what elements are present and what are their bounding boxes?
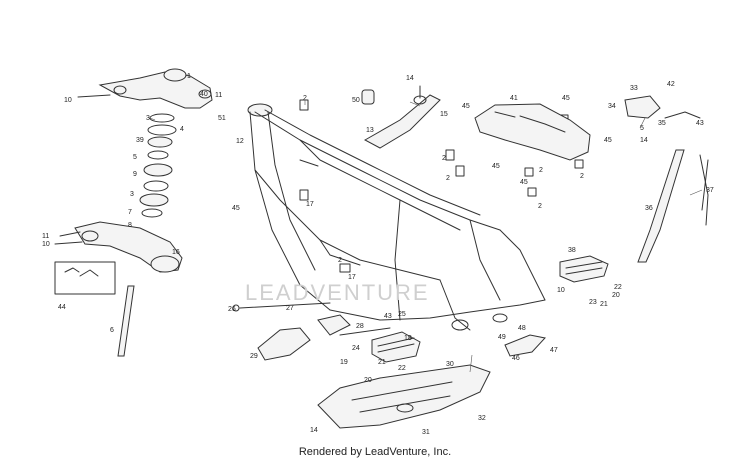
callout-27: 27 bbox=[286, 305, 294, 312]
callout-45d: 45 bbox=[492, 163, 500, 170]
watermark-text: LEADVENTURE bbox=[245, 280, 430, 305]
callout-14a: 14 bbox=[406, 75, 414, 82]
callout-6: 6 bbox=[110, 327, 114, 334]
callout-5b: 5 bbox=[640, 125, 644, 132]
callout-12: 12 bbox=[236, 138, 244, 145]
heat-shield bbox=[474, 103, 591, 161]
callout-32: 32 bbox=[478, 415, 486, 422]
callout-22a: 22 bbox=[614, 284, 622, 291]
callout-11b: 11 bbox=[42, 233, 49, 240]
callout-36: 36 bbox=[645, 205, 653, 212]
callout-numbers: 1 10 40 11 51 3 4 39 5 9 3 7 8 10 11 16 … bbox=[42, 73, 714, 436]
callout-41: 41 bbox=[510, 95, 518, 102]
callout-23: 23 bbox=[589, 299, 597, 306]
wire-clip-kit-box bbox=[54, 261, 116, 295]
rubber-bushing bbox=[361, 89, 375, 105]
swingarm-pivot-bolt bbox=[232, 302, 391, 336]
callout-37: 37 bbox=[706, 187, 714, 194]
exploded-parts-diagram: LEADVENTURE 1 10 40 11 51 3 4 39 5 9 3 7… bbox=[42, 68, 714, 436]
rear-engine-bracket bbox=[363, 94, 441, 149]
callout-31: 31 bbox=[422, 429, 430, 436]
rendered-by-credit: Rendered by LeadVenture, Inc. bbox=[298, 446, 452, 458]
callout-20b: 20 bbox=[364, 377, 372, 384]
callout-30: 30 bbox=[446, 361, 454, 368]
callout-5: 5 bbox=[133, 154, 137, 161]
callout-21a: 21 bbox=[600, 301, 608, 308]
right-bracket-46 bbox=[504, 334, 546, 357]
callout-39: 39 bbox=[136, 137, 144, 144]
callout-14c: 14 bbox=[310, 427, 318, 434]
top-bolt-15 bbox=[413, 85, 427, 105]
callout-2c: 2 bbox=[442, 155, 446, 162]
callout-43b: 43 bbox=[384, 313, 392, 320]
lower-triple-clamp bbox=[54, 221, 183, 273]
callout-51: 51 bbox=[218, 115, 226, 122]
leader-lines bbox=[149, 74, 703, 373]
callout-45f: 45 bbox=[604, 137, 612, 144]
callout-47: 47 bbox=[550, 347, 558, 354]
upper-triple-clamp bbox=[77, 68, 213, 109]
steering-stem-stack bbox=[139, 113, 177, 218]
callout-19: 19 bbox=[340, 359, 348, 366]
callout-26: 26 bbox=[228, 306, 236, 313]
callout-2a: 2 bbox=[303, 95, 307, 102]
callout-18: 18 bbox=[404, 335, 412, 342]
callout-25: 25 bbox=[398, 311, 406, 318]
callout-35: 35 bbox=[658, 120, 666, 127]
callout-3: 3 bbox=[146, 115, 150, 122]
callout-50: 50 bbox=[352, 97, 360, 104]
callout-2e: 2 bbox=[539, 167, 543, 174]
callout-11: 11 bbox=[215, 92, 222, 99]
callout-13: 13 bbox=[366, 127, 374, 134]
callout-10b: 10 bbox=[42, 241, 50, 248]
callout-17b: 17 bbox=[348, 274, 356, 281]
callout-24: 24 bbox=[352, 345, 360, 352]
callout-48: 48 bbox=[518, 325, 526, 332]
callout-29: 29 bbox=[250, 353, 258, 360]
callout-4: 4 bbox=[180, 126, 184, 133]
callout-45e: 45 bbox=[520, 179, 528, 186]
callout-45a: 45 bbox=[232, 205, 240, 212]
callout-21b: 21 bbox=[378, 359, 386, 366]
callout-7: 7 bbox=[128, 209, 132, 216]
callout-45c: 45 bbox=[562, 95, 570, 102]
callout-16: 16 bbox=[172, 249, 180, 256]
callout-2d: 2 bbox=[446, 175, 450, 182]
callout-14b: 14 bbox=[640, 137, 648, 144]
callout-10c: 10 bbox=[557, 287, 565, 294]
skid-plate bbox=[317, 364, 491, 429]
right-footpeg bbox=[559, 255, 609, 283]
main-frame bbox=[247, 103, 546, 331]
callout-10: 10 bbox=[64, 97, 72, 104]
callout-2f: 2 bbox=[538, 203, 542, 210]
callout-42: 42 bbox=[667, 81, 675, 88]
callout-43: 43 bbox=[696, 120, 704, 127]
callout-2b: 2 bbox=[338, 257, 342, 264]
stand-bracket bbox=[624, 95, 701, 119]
callout-28: 28 bbox=[356, 323, 364, 330]
callout-8: 8 bbox=[128, 222, 132, 229]
callout-33: 33 bbox=[630, 85, 638, 92]
left-footpeg bbox=[371, 331, 421, 363]
callout-3b: 3 bbox=[130, 191, 134, 198]
callout-49: 49 bbox=[498, 334, 506, 341]
callout-45b: 45 bbox=[462, 103, 470, 110]
callout-46: 46 bbox=[512, 355, 520, 362]
callout-40: 40 bbox=[200, 91, 208, 98]
callout-9: 9 bbox=[133, 171, 137, 178]
callout-38: 38 bbox=[568, 247, 576, 254]
callout-1: 1 bbox=[187, 73, 191, 80]
callout-22b: 22 bbox=[398, 365, 406, 372]
callout-20a: 20 bbox=[612, 292, 620, 299]
callout-17a: 17 bbox=[306, 201, 314, 208]
callout-44: 44 bbox=[58, 304, 66, 311]
callout-15: 15 bbox=[440, 111, 448, 118]
steering-shaft bbox=[117, 285, 135, 357]
callout-2g: 2 bbox=[580, 173, 584, 180]
side-stand bbox=[637, 149, 709, 263]
chain-guide bbox=[257, 314, 351, 361]
callout-34: 34 bbox=[608, 103, 616, 110]
